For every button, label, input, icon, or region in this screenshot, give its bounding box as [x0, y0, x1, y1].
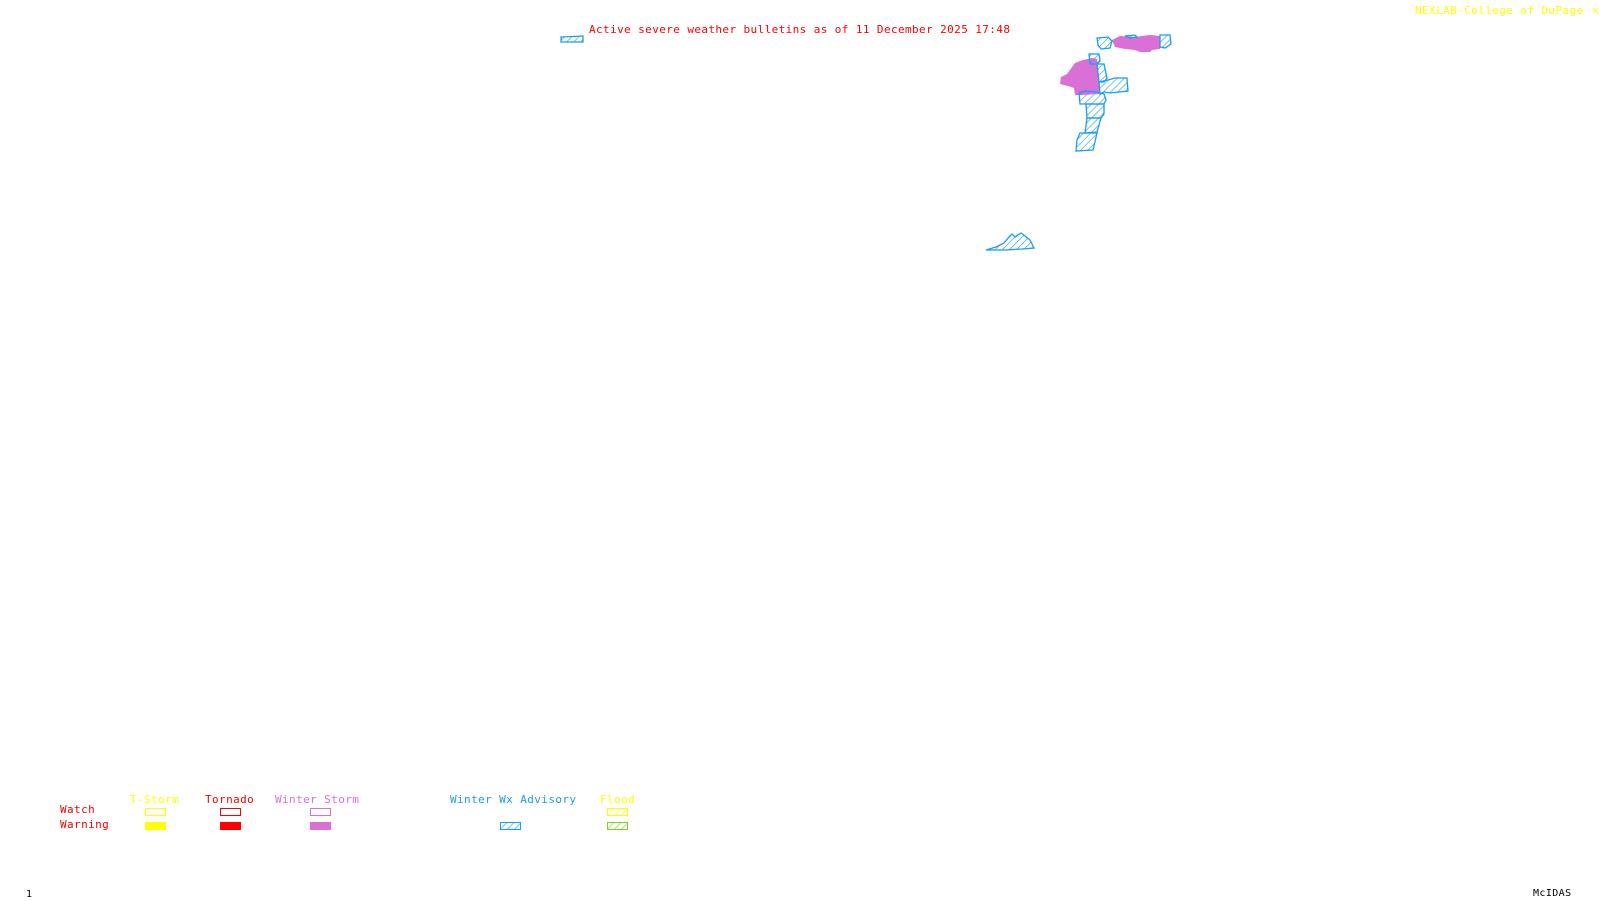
advisory-area	[1096, 63, 1108, 83]
advisory-area	[1159, 34, 1172, 49]
advisory-area	[560, 35, 584, 43]
map-title: Active severe weather bulletins as of 11…	[589, 23, 1011, 36]
advisory-area	[1096, 36, 1113, 50]
winter-storm-warning-swatch	[310, 822, 331, 830]
legend-header-tornado: Tornado	[205, 793, 255, 806]
tornado-watch-swatch	[220, 808, 241, 816]
advisory-area	[985, 232, 1036, 251]
tstorm-warning-swatch	[145, 822, 166, 830]
cursor-arrow-icon: ⇱	[1592, 4, 1600, 17]
legend-row-warning: Warning	[60, 818, 110, 831]
credit-label: NEXLAB-College of DuPage ⇱	[1415, 5, 1600, 17]
tstorm-watch-swatch	[145, 808, 166, 816]
legend-header-winter-storm: Winter Storm	[275, 793, 360, 806]
software-label: McIDAS	[1533, 888, 1572, 899]
winter-storm-watch-swatch	[310, 808, 331, 816]
flood-watch-swatch	[607, 808, 628, 816]
flood-warning-swatch	[607, 822, 628, 830]
advisory-area	[1075, 132, 1098, 152]
winter-wx-advisory-areas	[985, 34, 1172, 251]
advisory-area	[1088, 53, 1101, 65]
legend-row-watch: Watch	[60, 803, 96, 816]
legend-header-tstorm: T-Storm	[130, 793, 180, 806]
legend-header-flood: Flood	[600, 793, 636, 806]
advisory-area	[1124, 34, 1139, 39]
winter-wx-advisory-swatch	[500, 822, 521, 830]
credit-text: NEXLAB-College of DuPage	[1415, 4, 1584, 17]
winter-storm-warning-area	[1060, 58, 1099, 95]
tornado-warning-swatch	[220, 822, 241, 830]
advisory-area	[1078, 90, 1107, 105]
winter-storm-warning-area	[1112, 35, 1160, 52]
advisory-area	[1084, 117, 1102, 134]
frame-number: 1	[26, 889, 33, 900]
advisory-area	[1098, 77, 1129, 96]
legend-header-winter-wx-advisory: Winter Wx Advisory	[450, 793, 577, 806]
advisory-area	[1085, 103, 1105, 119]
